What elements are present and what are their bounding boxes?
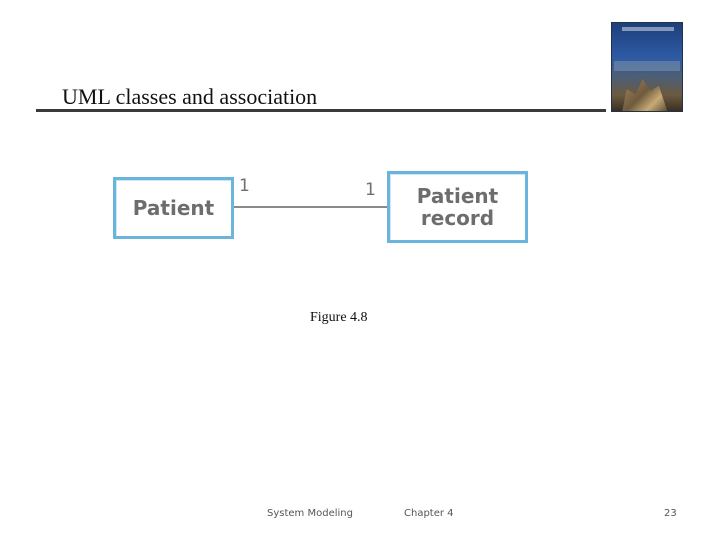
multiplicity-left: 1 xyxy=(239,176,250,196)
book-cover-image xyxy=(611,22,683,112)
association-line xyxy=(234,206,387,208)
class-box-patient-record: Patient record xyxy=(387,171,528,243)
slide-title: UML classes and association xyxy=(62,84,318,109)
footer-page-number: 23 xyxy=(664,508,677,519)
cover-title-band xyxy=(614,61,680,71)
footer-chapter: Chapter 4 xyxy=(404,508,454,519)
cover-author-strip xyxy=(622,27,674,31)
class-box-patient: Patient xyxy=(113,177,234,239)
footer-section: System Modeling xyxy=(267,508,353,519)
figure-caption: Figure 4.8 xyxy=(310,310,368,325)
title-underline xyxy=(36,109,606,112)
multiplicity-right: 1 xyxy=(365,180,376,200)
